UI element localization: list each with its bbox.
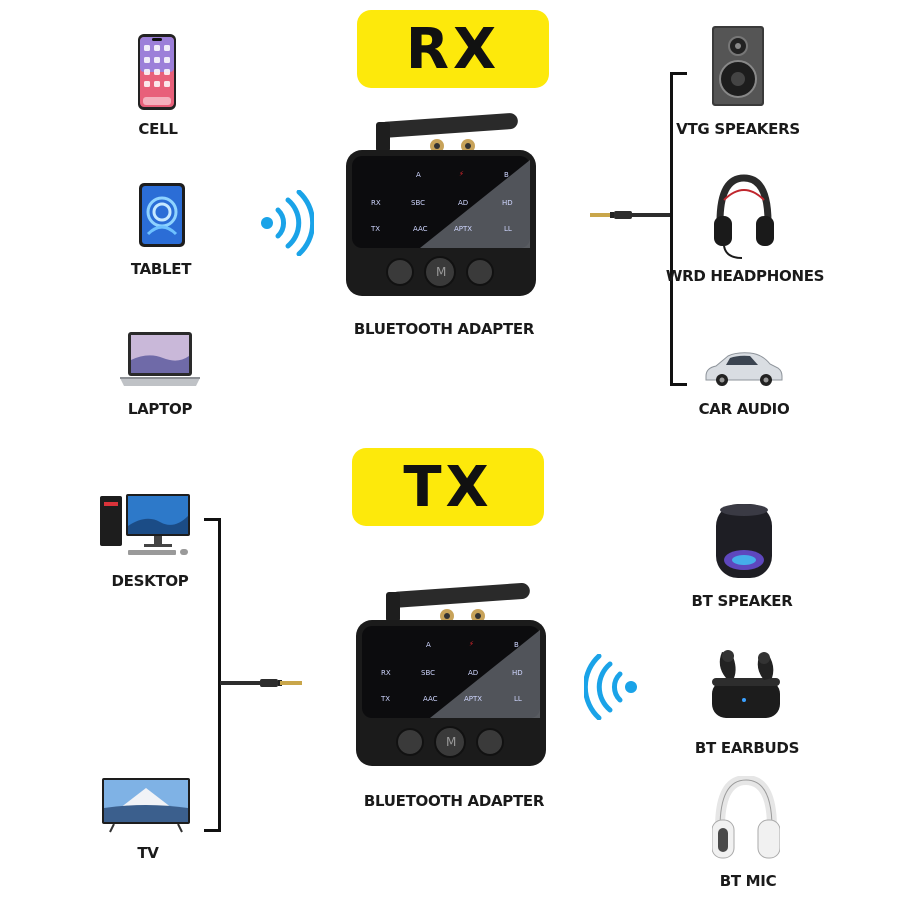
tx-panel-ll: LL <box>514 695 522 703</box>
tx-wireless-signal-icon <box>584 654 637 720</box>
laptop-label: LAPTOP <box>127 400 193 418</box>
rx-panel-aptx: APTX <box>454 225 473 233</box>
tablet-label: TABLET <box>130 260 192 278</box>
tx-adapter-label: BLUETOOTH ADAPTER <box>363 792 545 810</box>
rx-panel-m: M <box>436 265 447 279</box>
rx-title-badge: RX <box>357 10 549 88</box>
tx-panel-tx: TX <box>381 695 391 703</box>
tx-aux-cable-icon <box>220 679 302 687</box>
car-audio-label: CAR AUDIO <box>698 400 790 418</box>
desktop-icon <box>100 494 190 555</box>
tablet-icon <box>139 183 185 247</box>
rx-panel-ad: AD <box>458 199 469 207</box>
rx-panel-a: A <box>416 171 421 179</box>
bt-headphones-icon <box>712 776 780 859</box>
tx-panel-a: A <box>426 641 431 649</box>
tx-panel-sbc: SBC <box>421 669 436 677</box>
rx-panel-tx: TX <box>371 225 381 233</box>
car-icon <box>705 352 783 386</box>
wrd-headphones-label: WRD HEADPHONES <box>665 267 825 285</box>
rx-adapter-panel: A ⚡ B RX SBC AD HD TX AAC APTX LL M <box>340 108 540 298</box>
tx-panel-aptx: APTX <box>464 695 483 703</box>
tx-panel-m: M <box>446 735 457 749</box>
tx-bluetooth-adapter-device <box>356 582 546 766</box>
tx-panel-aac: AAC <box>423 695 438 703</box>
speaker-icon <box>712 26 764 106</box>
tx-panel-power-icon: ⚡ <box>469 640 474 648</box>
rx-panel-power-icon: ⚡ <box>459 170 464 178</box>
earbuds-icon <box>712 650 780 718</box>
tx-panel-hd: HD <box>512 669 523 677</box>
rx-bluetooth-adapter-device <box>346 113 536 296</box>
bt-speaker-label: BT SPEAKER <box>691 592 793 610</box>
bt-earbuds-label: BT EARBUDS <box>694 739 800 757</box>
tx-panel-b: B <box>514 641 519 649</box>
vtg-speakers-label: VTG SPEAKERS <box>676 120 800 138</box>
rx-panel-b: B <box>504 171 509 179</box>
rx-title: RX <box>405 16 501 82</box>
tx-title-badge: TX <box>352 448 544 526</box>
headphones-icon <box>714 174 774 259</box>
rx-panel-aac: AAC <box>413 225 428 233</box>
bt-speaker-icon <box>716 504 772 578</box>
smartphone-icon <box>138 34 176 110</box>
rx-panel-ll: LL <box>504 225 512 233</box>
cell-label: CELL <box>138 120 178 138</box>
tx-source-bracket <box>204 518 221 832</box>
tx-title: TX <box>403 454 493 520</box>
rx-output-bracket <box>670 72 687 386</box>
laptop-icon <box>120 332 200 386</box>
tv-icon <box>102 778 190 833</box>
desktop-label: DESKTOP <box>111 572 189 590</box>
rx-panel-rx: RX <box>371 199 381 207</box>
tv-label: TV <box>137 844 159 862</box>
rx-wireless-signal-icon <box>261 190 314 256</box>
rx-panel-hd: HD <box>502 199 513 207</box>
rx-panel-sbc: SBC <box>411 199 426 207</box>
rx-aux-cable-icon <box>590 211 672 219</box>
bt-mic-label: BT MIC <box>719 872 777 890</box>
rx-adapter-label: BLUETOOTH ADAPTER <box>353 320 535 338</box>
tx-panel-ad: AD <box>468 669 479 677</box>
tx-adapter-panel: A ⚡ B RX SBC AD HD TX AAC APTX LL M <box>350 578 550 768</box>
tx-panel-rx: RX <box>381 669 391 677</box>
